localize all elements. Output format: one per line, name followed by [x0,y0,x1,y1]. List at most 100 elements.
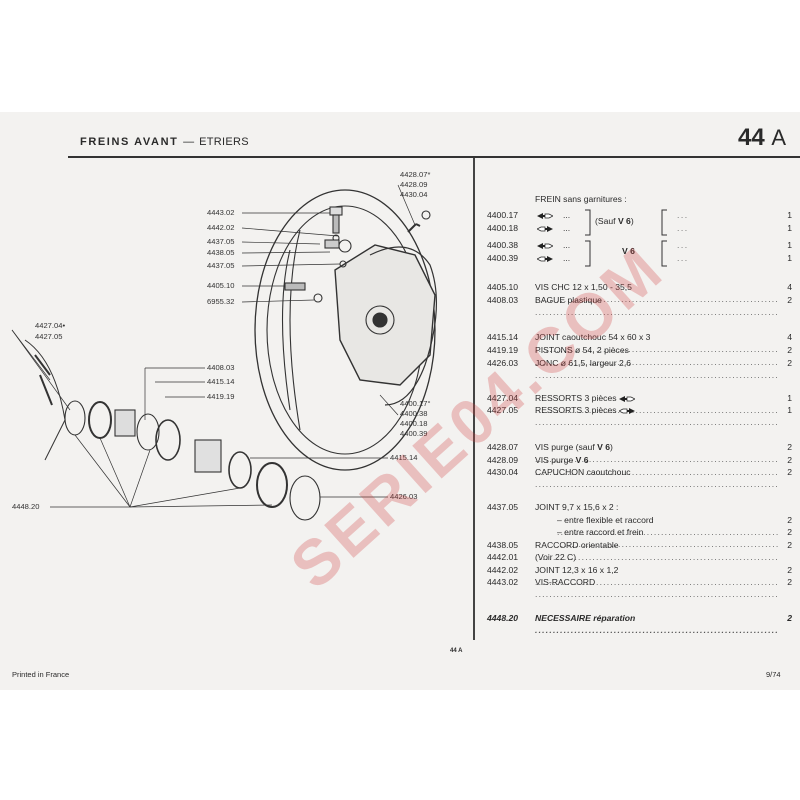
callout-label: 4427.05 [35,332,63,341]
part-ref: 4438.05 [487,540,519,550]
part-ref: 4427.04 [487,393,519,403]
callout-label: 4400.17° [400,399,431,408]
quantity: 2 [787,442,792,452]
part-row: 4448.20 NECESSAIRE réparation 2 [487,612,792,624]
callout-label: 4442.02 [207,223,235,232]
part-ref: 4400.17 [487,210,519,220]
exploded-brake-caliper-diagram [11,184,438,521]
description-text: CAPUCHON caoutchouc [535,467,631,477]
ellipsis: ... [563,253,571,263]
callout-label: 4415.14 [390,453,418,462]
part-ref: 4400.38 [487,240,519,250]
quantity: 2 [787,527,792,537]
part-ref: 4448.20 [487,613,519,623]
quantity: 4 [787,282,792,292]
dot-leader: ... [677,253,689,263]
frein-row: 4400.17......1 [487,209,792,221]
part-ref: 4405.10 [487,282,519,292]
quantity: 2 [787,295,792,305]
quantity: 2 [787,565,792,575]
ellipsis: ... [563,223,571,233]
quantity: 1 [787,393,792,403]
frein-group-sauf-v6: (Sauf V 6) [595,216,634,226]
description-text: JONC ø 61,5, largeur 2,6 [535,358,632,368]
part-row: 4415.14 JOINT caoutchouc 54 x 60 x 3 4 [487,331,792,343]
quantity: 1 [787,240,792,250]
quantity: 4 [787,332,792,342]
description-text: PISTONS ø 54, 2 pièces [535,345,629,355]
frein-row: 4400.39...... 1 [487,252,792,264]
description-bold: V 6 [597,442,611,452]
part-description: – entre raccord et frein [557,526,778,550]
right-hand-arrow-icon [618,407,635,414]
part-description: VIS-RACCORD [535,576,778,600]
quantity: 2 [787,515,792,525]
part-ref: 4415.14 [487,332,519,342]
part-description: JOINT 9,7 x 15,6 x 2 : [535,501,778,513]
frein-row: 4400.38...... 1 [487,239,792,251]
quantity: 2 [787,577,792,587]
description-text: JOINT caoutchouc 54 x 60 x 3 [535,332,651,342]
description-text: VIS-RACCORD [535,577,596,587]
page-tag: 44 A [450,648,463,654]
part-ref: 4437.05 [487,502,519,512]
right-hand-arrow-icon [537,225,553,232]
callout-label: 4443.02 [207,208,235,217]
callout-label: 4438.05 [207,248,235,257]
part-ref: 4442.01 [487,552,519,562]
description-text: BAGUE plastique [535,295,602,305]
quantity: 1 [787,253,792,263]
callout-label: 4437.05 [207,261,235,270]
callout-label: 4400.38 [400,409,428,418]
part-description: VIS purge (sauf V 6) [535,441,778,465]
callout-label: 4408.03 [207,363,235,372]
callout-label: 4415.14 [207,377,235,386]
part-description: (Voir 22 C) [535,551,778,563]
ellipsis: ... [563,240,571,250]
description-text: RESSORTS 3 pièces [535,393,617,403]
brake-disc [254,189,436,471]
part-description: JOINT caoutchouc 54 x 60 x 3 [535,331,778,355]
column-divider [473,158,475,640]
description-text: (Voir 22 C) [535,552,577,562]
print-date: 9/74 [766,670,781,679]
dot-leader: ... [677,240,689,250]
callout-label: 4427.04• [35,321,66,330]
part-description: CAPUCHON caoutchouc [535,466,778,490]
callout-label: 4426.03 [390,492,418,501]
quantity: 1 [787,210,792,220]
part-ref: 4400.39 [487,253,519,263]
frein-group-v6: V 6 [622,246,635,256]
left-hand-arrow-icon [537,212,553,219]
description-text: – entre flexible et raccord [557,515,654,525]
frein-brackets [585,209,667,267]
quantity: 2 [787,613,792,623]
dot-leader: ... [677,223,689,233]
description-text-end: ) [610,442,613,452]
part-description: RESSORTS 3 pièces [535,404,778,428]
part-row: 4438.05 RACCORD orientable 2 [487,539,792,551]
part-description: RESSORTS 3 pièces [535,392,778,416]
description-text: JOINT 9,7 x 15,6 x 2 : [535,502,619,512]
quantity: 2 [787,540,792,550]
arrow-cell [537,209,553,221]
part-row: 4427.04 RESSORTS 3 pièces 1 [487,392,792,404]
part-description: JONC ø 61,5, largeur 2,6 [535,357,778,381]
description-text: NECESSAIRE réparation [535,613,636,623]
part-row: – entre raccord et frein2 [487,526,792,538]
ellipsis: ... [563,210,571,220]
part-ref: 4442.02 [487,565,519,575]
description-text: RACCORD orientable [535,540,619,550]
part-ref: 4427.05 [487,405,519,415]
part-description: NECESSAIRE réparation [535,612,778,636]
part-ref: 4400.18 [487,223,519,233]
callout-label: 4437.05 [207,237,235,246]
